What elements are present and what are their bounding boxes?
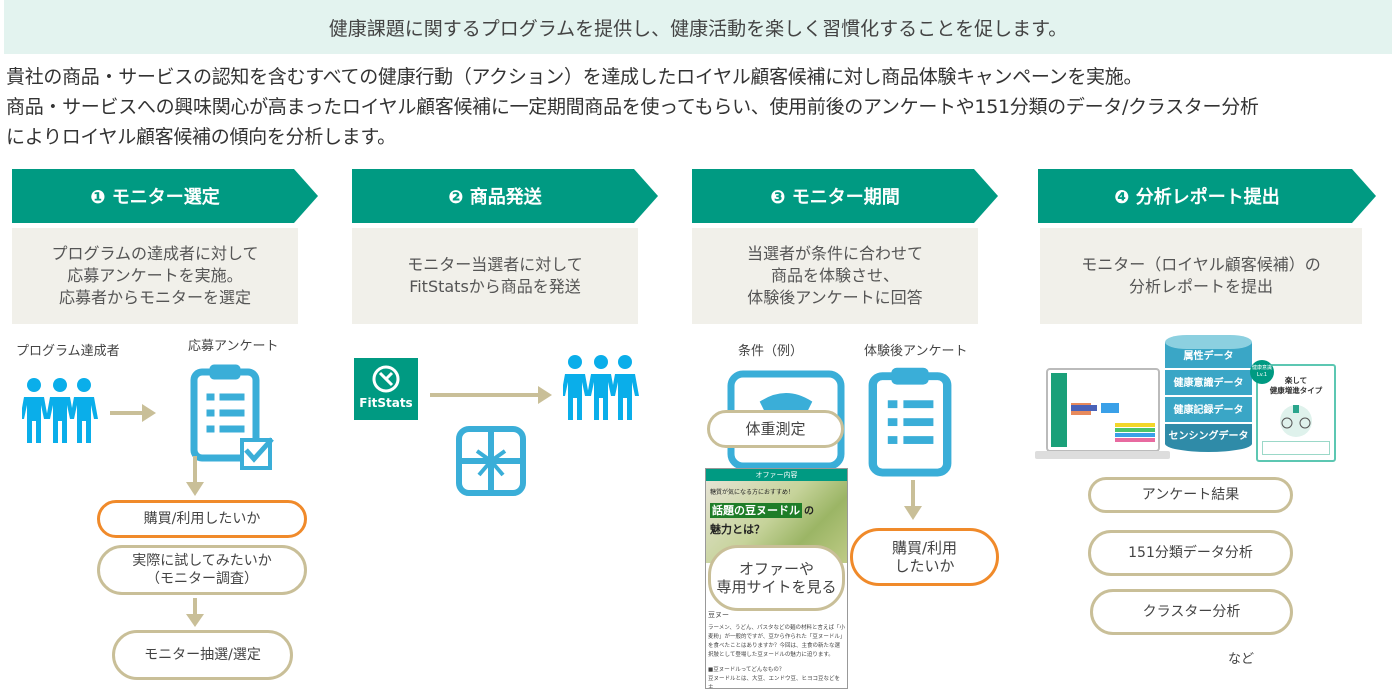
arrow-right-icon [110,404,156,422]
etc-label: など [1228,652,1255,667]
dashboard-laptop-icon [1035,368,1170,459]
step-2-header: ❷ 商品発送 [352,169,658,223]
trial-intent-pill: 実際に試してみたいか （モニター調査） [97,545,307,595]
phone-headline-no: の [804,506,814,517]
fitstats-logo: FitStats [354,358,418,420]
phone-kicker: 糖質が気になる方におすすめ！ [710,489,795,496]
step-3-header: ❸ モニター期間 [692,169,998,223]
report-level-badge: 健康意識 Lv.1 [1250,360,1274,384]
survey-results-pill: アンケート結果 [1088,477,1293,513]
phone-body: ラーメン、うどん、パスタなどの麺の材料と言えば「小麦粉」が一般的ですが、豆から作… [708,625,845,658]
phone-headline-2: 魅力とは？ [710,523,765,536]
phone-answer: 豆ヌードルとは、大豆、エンドウ豆、ヒヨコ豆などを主 [708,676,841,689]
cluster-analysis-pill: クラスター分析 [1090,589,1293,635]
step-4-desc: モニター（ロイヤル顧客候補）の 分析レポートを提出 [1040,228,1362,324]
intro-line-1: 貴社の商品・サービスの認知を含むすべての健康行動（アクション）を達成したロイヤル… [6,66,1143,88]
step-4-header: ❹ 分析レポート提出 [1038,169,1376,223]
db-layer: 健康記録データ [1165,397,1252,424]
data-analysis-pill: 151分類データ分析 [1088,530,1293,576]
fitstats-logo-icon [372,365,400,393]
arrow-down-icon [186,456,204,496]
monitor-selection-pill: モニター抽選/選定 [112,630,293,680]
ship-arrow-icon [430,386,552,404]
db-layer: 健康意識データ [1165,370,1252,397]
intro-line-3: によりロイヤル顧客候補の傾向を分析します。 [6,126,396,148]
step-2-desc: モニター当選者に対して FitStatsから商品を発送 [352,228,638,324]
survey-clipboard-icon [190,362,274,470]
phone-headline-1: 話題の豆ヌードル [710,503,802,518]
analysis-report-card: 健康意識 Lv.1 楽して 健康増進タイプ [1250,360,1336,462]
survey-label: 応募アンケート [188,339,279,354]
conditions-label: 条件（例） [738,344,804,359]
banner: 健康課題に関するプログラムを提供し、健康活動を楽しく習慣化することを促します。 [4,0,1392,54]
arrow-down-icon [904,480,922,520]
db-layer: センシングデータ [1165,424,1252,452]
gift-icon [456,426,526,496]
report-title: 楽して 健康増進タイプ [1269,376,1323,395]
achievers-label: プログラム達成者 [16,344,120,359]
monitors-people-icon [563,355,639,420]
arrow-down-icon [186,598,204,627]
post-survey-label: 体験後アンケート [864,344,968,359]
offer-site-pill: オファーや 専用サイトを見る [708,545,845,611]
purchase-intent-pill: 購買/利用したいか [97,500,307,538]
weigh-in-pill: 体重測定 [707,410,844,448]
report-illustration [1280,405,1312,437]
post-survey-clipboard-icon [868,365,958,477]
fitstats-logo-text: FitStats [359,396,413,410]
data-database-icon: 属性データ 健康意識データ 健康記録データ センシングデータ [1165,335,1252,452]
phone-question: ■豆ヌードルってどんなもの？ [708,667,785,673]
phone-header: オファー内容 [706,469,847,481]
people-icon [22,378,98,443]
step-3-desc: 当選者が条件に合わせて 商品を体験させ、 体験後アンケートに回答 [692,228,978,324]
step-1-header: ❶ モニター選定 [12,169,318,223]
purchase-intent-pill-2: 購買/利用 したいか [850,528,999,586]
step-1-desc: プログラムの達成者に対して 応募アンケートを実施。 応募者からモニターを選定 [12,228,298,324]
phone-section: 豆ヌー [708,611,729,619]
intro-line-2: 商品・サービスへの興味関心が高まったロイヤル顧客候補に一定期間商品を使ってもらい… [6,96,1259,118]
